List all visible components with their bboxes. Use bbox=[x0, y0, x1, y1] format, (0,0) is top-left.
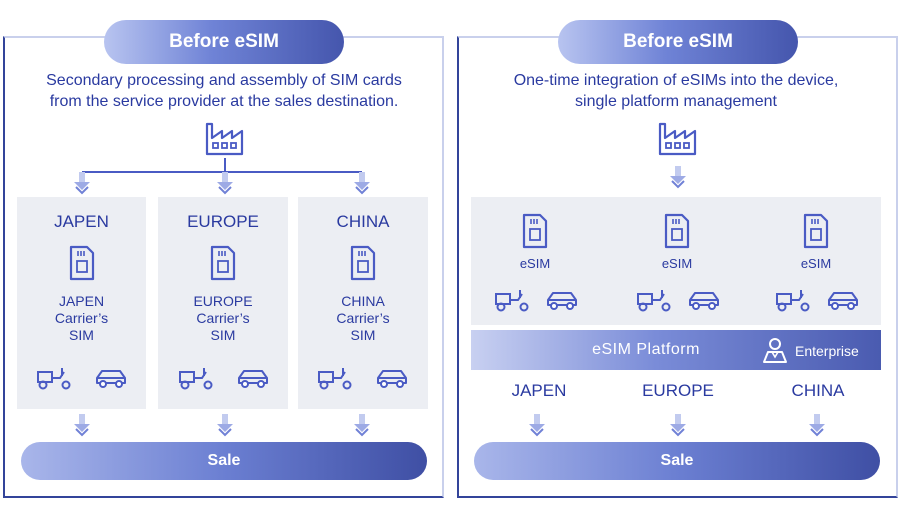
sim-card-icon bbox=[68, 245, 96, 281]
down-arrow-icon bbox=[73, 414, 91, 438]
esim-platform-bar: eSIM Platform Enterprise bbox=[471, 330, 881, 370]
tricycle-icon bbox=[178, 366, 214, 390]
region-label: EUROPE bbox=[642, 381, 714, 400]
down-arrow-icon bbox=[528, 414, 546, 438]
before-esim-badge-right: Before eSIM bbox=[558, 20, 798, 64]
sale-bar-left: Sale bbox=[21, 442, 427, 480]
sim-card-icon bbox=[663, 213, 691, 249]
down-arrow-icon bbox=[808, 414, 826, 438]
enterprise-label: Enterprise bbox=[795, 343, 859, 359]
esim-label: eSIM bbox=[800, 256, 832, 271]
sale-bar-right: Sale bbox=[474, 442, 880, 480]
car-icon bbox=[94, 368, 128, 390]
down-arrow-icon bbox=[669, 414, 687, 438]
sim-card-icon bbox=[349, 245, 377, 281]
region-label: JAPEN bbox=[511, 381, 567, 400]
before-esim-badge-left: Before eSIM bbox=[104, 20, 344, 64]
tricycle-icon bbox=[36, 366, 72, 390]
enterprise-user-icon bbox=[763, 338, 787, 363]
region-label: CHINA bbox=[791, 381, 845, 400]
carrier-sim-label: JAPEN Carrier’s SIM bbox=[54, 293, 109, 343]
carrier-sim-label: EUROPE Carrier’s SIM bbox=[193, 293, 253, 343]
down-arrow-icon bbox=[353, 414, 371, 438]
left-description: Secondary processing and assembly of SIM… bbox=[46, 72, 402, 110]
sim-card-icon bbox=[802, 213, 830, 249]
esim-devices-block bbox=[471, 197, 881, 325]
right-description: One-time integration of eSIMs into the d… bbox=[513, 72, 839, 110]
down-arrow-icon bbox=[216, 414, 234, 438]
car-icon bbox=[687, 290, 721, 312]
sim-card-icon bbox=[521, 213, 549, 249]
carrier-sim-label: CHINA Carrier’s SIM bbox=[336, 293, 390, 343]
tricycle-icon bbox=[636, 288, 672, 312]
car-icon bbox=[826, 290, 860, 312]
tricycle-icon bbox=[775, 288, 811, 312]
down-arrow-icon bbox=[669, 166, 687, 190]
down-arrow-icon bbox=[73, 172, 91, 196]
platform-title: eSIM Platform bbox=[592, 341, 700, 358]
down-arrow-icon bbox=[353, 172, 371, 196]
car-icon bbox=[236, 368, 270, 390]
factory-icon bbox=[657, 114, 699, 156]
sim-card-icon bbox=[209, 245, 237, 281]
tricycle-icon bbox=[494, 288, 530, 312]
column-title: EUROPE bbox=[187, 212, 259, 231]
column-title: CHINA bbox=[336, 212, 390, 231]
esim-label: eSIM bbox=[661, 256, 693, 271]
car-icon bbox=[545, 290, 579, 312]
distribution-connector bbox=[82, 158, 362, 173]
esim-label: eSIM bbox=[519, 256, 551, 271]
tricycle-icon bbox=[317, 366, 353, 390]
column-title: JAPEN bbox=[54, 212, 109, 231]
down-arrow-icon bbox=[216, 172, 234, 196]
car-icon bbox=[375, 368, 409, 390]
